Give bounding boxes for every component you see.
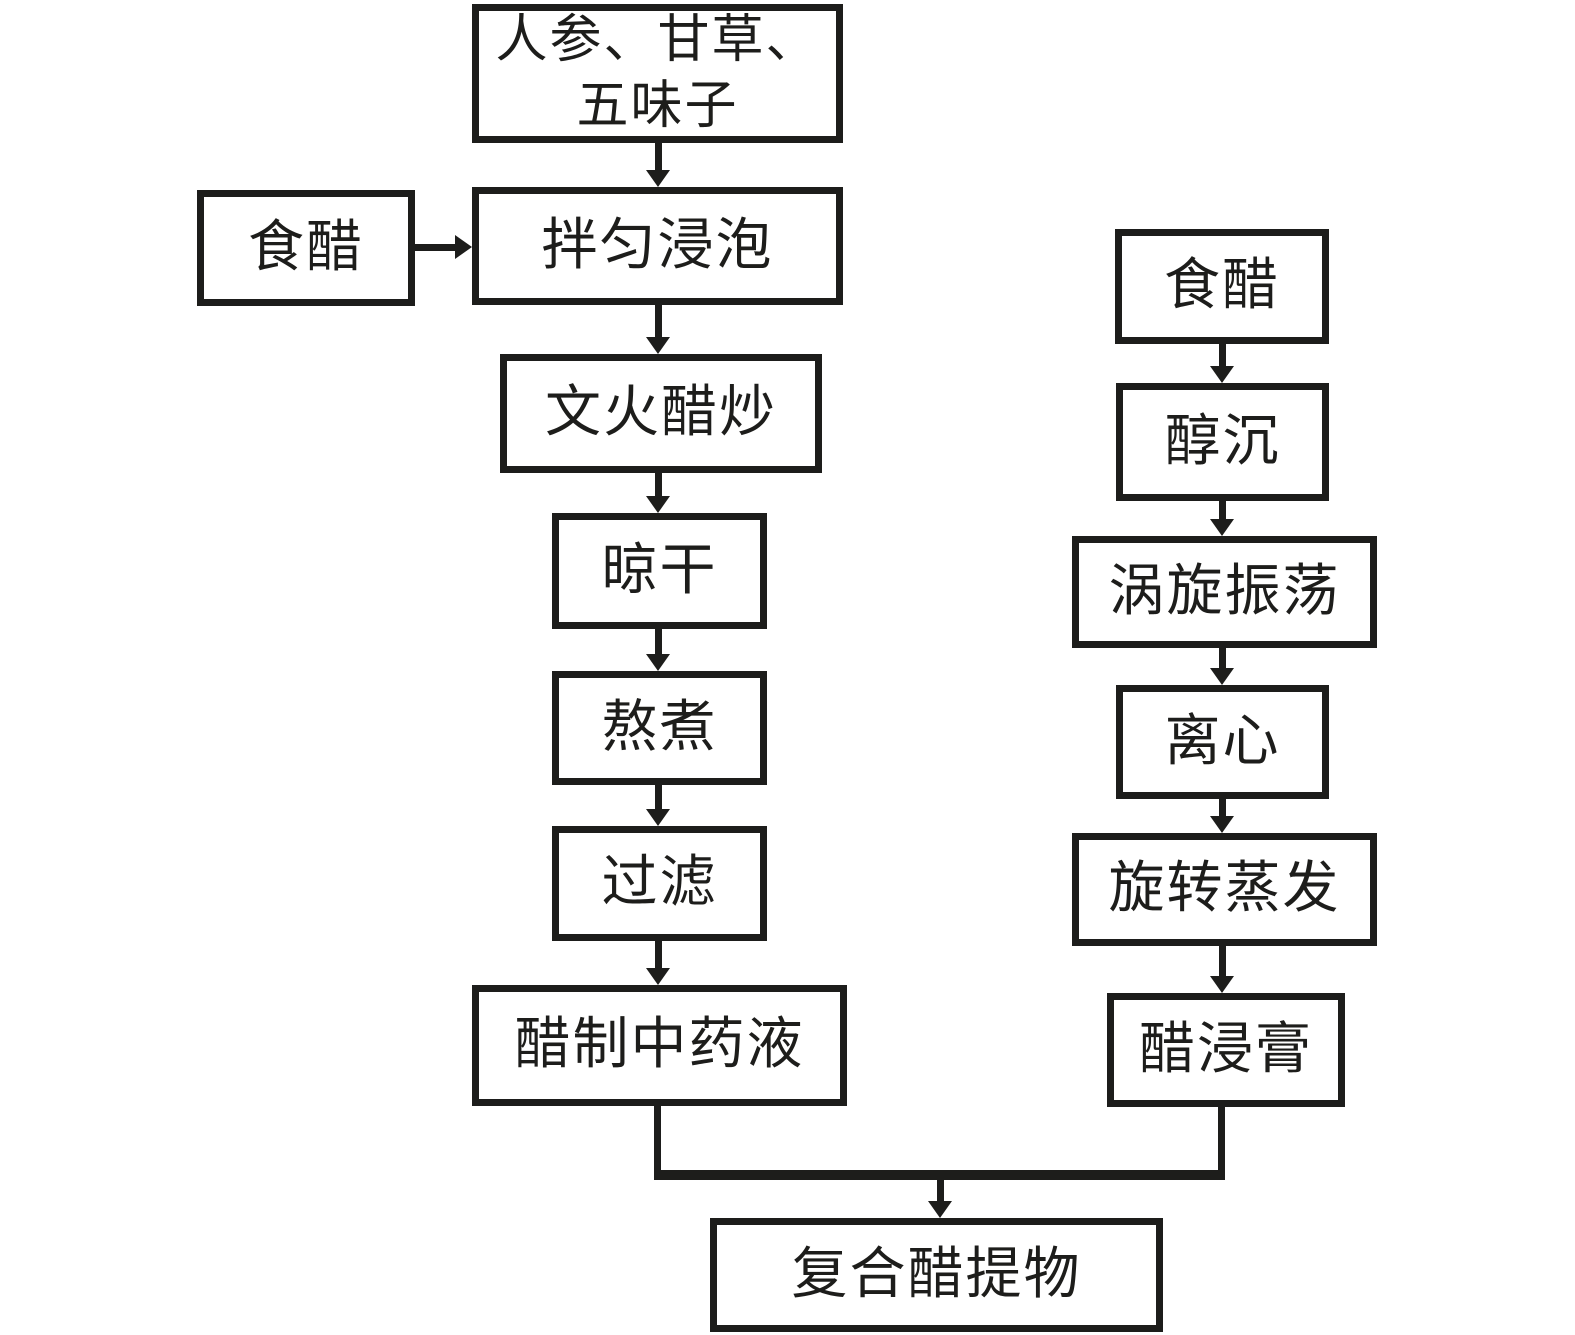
node-stir-fry-label: 文火醋炒	[545, 382, 777, 445]
arrow-boil-to-filter-icon	[646, 785, 670, 826]
node-vinegar-paste-label: 醋浸膏	[1139, 1018, 1313, 1081]
node-vinegar-left-label: 食醋	[248, 216, 364, 279]
arrow-alcohol-to-vortex-icon	[1210, 501, 1234, 536]
node-vortex-label: 涡旋振荡	[1108, 560, 1341, 623]
node-rotary-evaporation: 旋转蒸发	[1072, 833, 1377, 946]
node-centrifuge: 离心	[1116, 685, 1329, 799]
arrow-merge-to-compound-extract-icon	[928, 1180, 952, 1218]
node-rotary-evaporation-label: 旋转蒸发	[1108, 858, 1341, 921]
node-boil-label: 熬煮	[601, 696, 718, 759]
node-filter: 过滤	[552, 826, 767, 941]
node-herb-liquid: 醋制中药液	[472, 985, 847, 1106]
node-compound-extract-label: 复合醋提物	[791, 1243, 1082, 1306]
arrow-filter-to-herb-liquid-icon	[646, 941, 670, 985]
merge-line-from-vinegar-paste	[1218, 1107, 1225, 1180]
merge-bar	[654, 1170, 1225, 1180]
node-herbs-line2: 五味子	[576, 77, 739, 135]
merge-line-from-herb-liquid	[654, 1106, 661, 1180]
arrow-rotary-to-paste-icon	[1210, 946, 1234, 993]
node-stir-fry: 文火醋炒	[500, 354, 822, 473]
arrow-vinegar-left-to-mix-soak-icon	[415, 235, 472, 259]
node-vortex: 涡旋振荡	[1072, 536, 1377, 648]
node-herbs-line1: 人参、甘草、	[495, 11, 820, 69]
node-boil: 熬煮	[552, 671, 767, 785]
arrow-dry-to-boil-icon	[646, 629, 670, 671]
node-vinegar-paste: 醋浸膏	[1107, 993, 1345, 1107]
node-alcohol-precipitation: 醇沉	[1116, 383, 1329, 501]
arrow-stir-fry-to-dry-icon	[646, 473, 670, 513]
node-compound-extract: 复合醋提物	[710, 1218, 1163, 1332]
node-dry: 晾干	[552, 513, 767, 629]
node-filter-label: 过滤	[601, 852, 718, 915]
node-vinegar-right: 食醋	[1115, 229, 1329, 344]
arrow-mix-soak-to-stir-fry-icon	[646, 305, 670, 354]
node-herb-liquid-label: 醋制中药液	[514, 1014, 805, 1077]
node-herbs-label: 人参、甘草、 五味子	[495, 8, 819, 140]
node-centrifuge-label: 离心	[1164, 710, 1281, 773]
node-mix-soak-label: 拌匀浸泡	[541, 214, 774, 277]
node-mix-soak: 拌匀浸泡	[472, 187, 843, 305]
arrow-centrifuge-to-rotary-icon	[1210, 799, 1234, 833]
node-dry-label: 晾干	[601, 539, 718, 602]
arrow-vortex-to-centrifuge-icon	[1210, 648, 1234, 685]
node-herbs: 人参、甘草、 五味子	[472, 4, 843, 143]
arrow-vinegar-right-to-alcohol-icon	[1210, 344, 1234, 383]
node-vinegar-right-label: 食醋	[1164, 255, 1280, 318]
arrow-herbs-to-mix-soak-icon	[646, 143, 670, 187]
node-vinegar-left: 食醋	[197, 190, 415, 306]
node-alcohol-precipitation-label: 醇沉	[1164, 410, 1281, 473]
